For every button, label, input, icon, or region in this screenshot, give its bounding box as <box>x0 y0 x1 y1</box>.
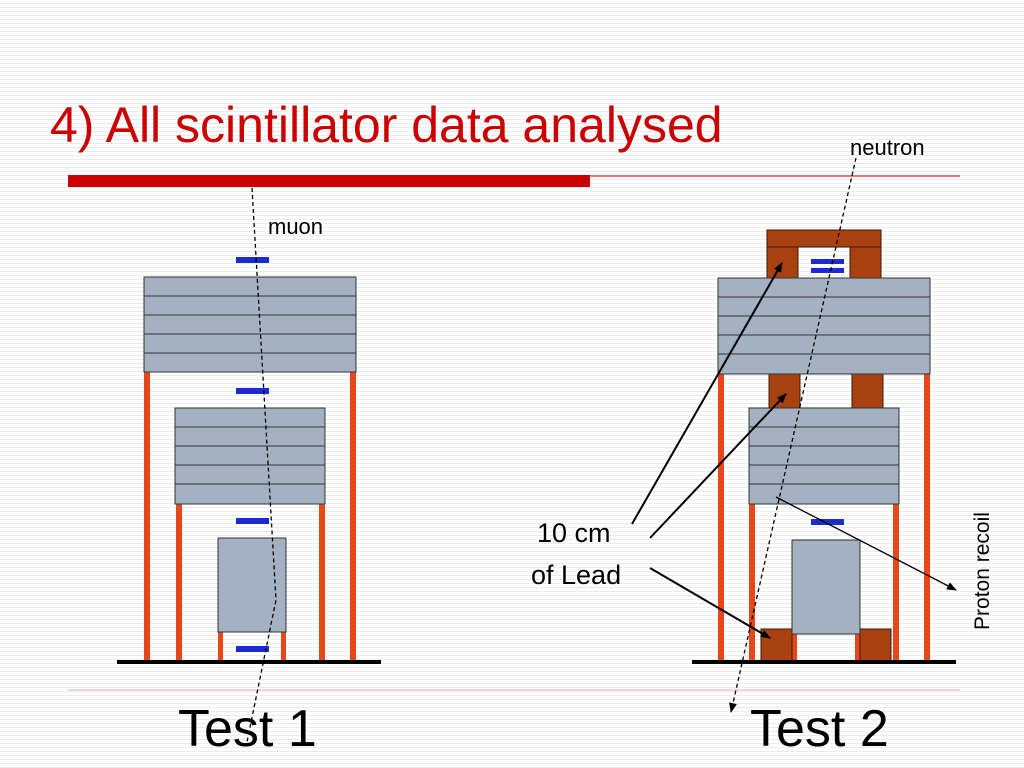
proton-recoil-label: Proton recoil <box>971 512 994 630</box>
support-leg <box>893 504 899 664</box>
scintillator-slab <box>143 333 357 354</box>
scintillator-slab <box>174 407 326 428</box>
support-leg <box>749 504 755 664</box>
test2-top-stack <box>717 277 931 375</box>
lead-label-line2: of Lead <box>531 560 622 590</box>
scintillator-slab <box>143 276 357 297</box>
scintillator-slab <box>748 407 900 428</box>
title-accent-bar <box>68 175 590 187</box>
test1-middle-stack <box>174 407 326 505</box>
neutron-label: neutron <box>850 135 925 160</box>
test2-middle-stack <box>748 407 900 505</box>
support-leg <box>350 372 356 664</box>
scintillator-slab <box>717 296 931 317</box>
lead-block <box>766 246 799 279</box>
test2-legs <box>718 374 930 664</box>
lead-pointer-arrow-bottom <box>649 567 771 639</box>
support-leg <box>281 632 286 664</box>
test1-setup <box>117 187 381 743</box>
detector-marker <box>236 257 269 263</box>
support-leg <box>792 634 797 664</box>
scintillator-slab <box>748 464 900 485</box>
neutron-track <box>729 157 857 713</box>
test2-label: Test 2 <box>750 700 889 758</box>
lead-block <box>766 229 882 248</box>
support-leg <box>319 504 325 664</box>
lead-block <box>849 246 882 279</box>
detector-marker <box>811 259 844 264</box>
detector-marker <box>236 646 269 652</box>
test1-label: Test 1 <box>178 700 317 758</box>
scintillator-slab <box>174 426 326 447</box>
test1-scintillator-block <box>217 537 287 633</box>
lead-block <box>851 373 884 409</box>
slide-title: 4) All scintillator data analysed <box>50 97 723 153</box>
support-leg <box>218 632 223 664</box>
lead-pointer-arrow-middle <box>649 393 787 539</box>
test1-detector-markers <box>236 257 269 652</box>
muon-label: muon <box>268 214 324 239</box>
test2-setup <box>631 157 957 713</box>
lead-pointer-arrow-top <box>631 262 783 525</box>
scintillator-slab <box>748 445 900 466</box>
scintillator-slab <box>748 426 900 447</box>
detector-marker <box>236 518 269 524</box>
support-leg <box>144 372 150 664</box>
lead-pointer-arrows <box>631 262 787 639</box>
test1-top-stack <box>143 276 357 373</box>
scintillator-slab <box>174 445 326 466</box>
proton-recoil-arrow <box>775 496 957 591</box>
title-rule <box>68 175 960 187</box>
lead-block <box>859 628 892 664</box>
lead-block <box>768 373 801 409</box>
lead-label-line1: 10 cm <box>537 518 611 548</box>
scintillator-slab <box>717 277 931 298</box>
scintillator-slab <box>174 483 326 505</box>
scintillator-slab <box>143 314 357 335</box>
scintillator-slab <box>174 464 326 485</box>
scintillator-slab <box>143 295 357 316</box>
detector-marker <box>811 519 844 525</box>
support-leg <box>855 634 860 664</box>
support-leg <box>718 374 724 664</box>
test1-legs <box>144 372 356 664</box>
detector-marker <box>236 388 269 394</box>
scintillator-slab <box>717 334 931 355</box>
support-leg <box>176 504 182 664</box>
scintillator-slab <box>748 483 900 505</box>
scintillator-slab <box>143 352 357 373</box>
support-leg <box>924 374 930 664</box>
lead-block <box>760 628 793 664</box>
test2-detector-markers <box>811 259 844 525</box>
scintillator-slab <box>717 353 931 375</box>
detector-marker <box>811 268 844 273</box>
test2-scintillator-block <box>791 539 861 635</box>
